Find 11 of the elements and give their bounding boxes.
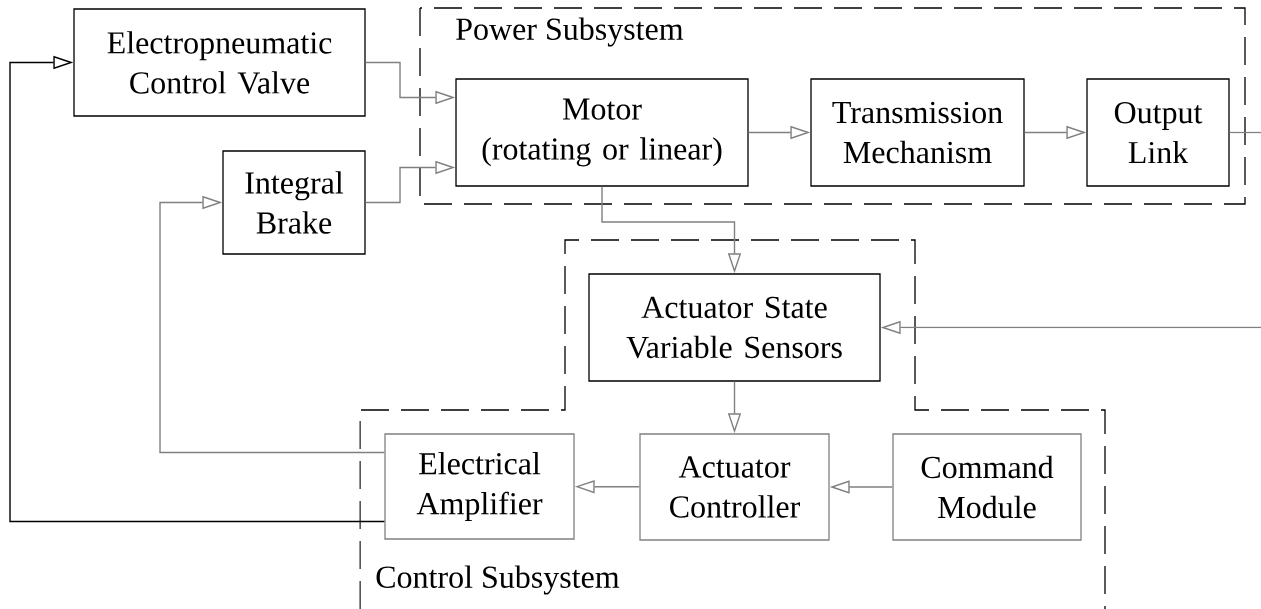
process-box: Output Link bbox=[1086, 78, 1230, 187]
valve-box: Electropneumatic Control Valve bbox=[73, 8, 366, 117]
controller-box: Actuator Controller bbox=[639, 433, 830, 541]
sensor-box: Actuator State Variable Sensors bbox=[588, 273, 881, 382]
arrow bbox=[159, 195, 386, 454]
process-box: Transmission Mechanism bbox=[810, 78, 1025, 187]
brake-box: Integral Brake bbox=[222, 150, 366, 255]
amplifier-box: Electrical Amplifier bbox=[384, 433, 575, 540]
motor-box: Motor (rotating or linear) bbox=[455, 78, 749, 187]
module-box: Command Module bbox=[892, 433, 1082, 541]
arrow bbox=[9, 55, 386, 523]
